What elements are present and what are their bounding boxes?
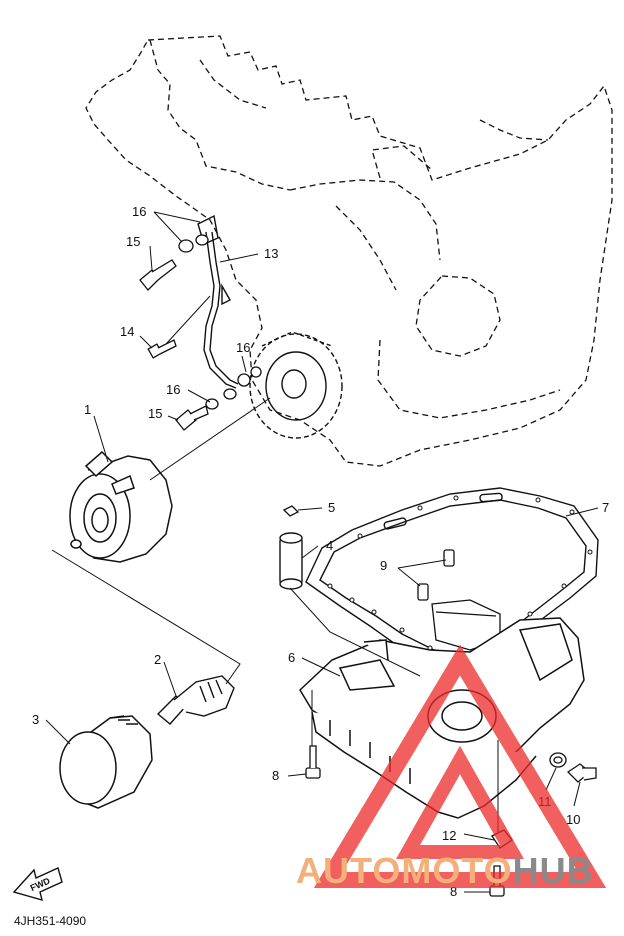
callout-15-lower: 15: [148, 406, 162, 421]
oil-cooler: [69, 450, 173, 563]
callout-2: 2: [154, 652, 161, 667]
callout-15-upper: 15: [126, 234, 140, 249]
fwd-arrow-icon: FWD: [12, 867, 63, 902]
callout-6: 6: [288, 650, 295, 665]
oil-delivery-pipe: [197, 214, 239, 389]
pan-bolt-8-left: [305, 745, 321, 779]
relief-valve: [279, 532, 303, 590]
cooler-mounting-seat: [249, 331, 343, 439]
dowel-pins: [417, 549, 455, 601]
o-ring-5: [282, 505, 300, 517]
callout-16-upper: 16: [132, 204, 146, 219]
watermark-part-a: AUTOMOTO: [296, 850, 513, 891]
drain-gasket: [549, 752, 567, 768]
callout-8-left: 8: [272, 768, 279, 783]
callout-14: 14: [120, 324, 134, 339]
callout-16-right: 16: [236, 340, 250, 355]
engine-block-outline: [85, 35, 613, 467]
callout-8-lower: 8: [450, 884, 457, 899]
callout-5: 5: [328, 500, 335, 515]
diagram-code: 4JH351-4090: [14, 914, 87, 928]
watermark-part-b: HUB: [512, 850, 594, 891]
callout-10: 10: [566, 812, 580, 827]
drain-bolt: [566, 763, 597, 783]
callout-13: 13: [264, 246, 278, 261]
oil-filter: [59, 715, 153, 809]
callout-7: 7: [602, 500, 609, 515]
washers-16: [178, 234, 262, 410]
callout-3: 3: [32, 712, 39, 727]
watermark-text: AUTOMOTOHUB: [296, 850, 594, 892]
bolt-15-lower: [175, 405, 209, 431]
callout-4: 4: [326, 538, 333, 553]
callout-12: 12: [442, 828, 456, 843]
callout-labels: 1 2 3 4 5 6 7 8 8 9 10 11 12 13 14 15 15…: [32, 204, 609, 899]
callout-16-lower: 16: [166, 382, 180, 397]
watermark-logo: [313, 644, 607, 888]
bolt-14: [147, 339, 177, 359]
union-bolt: [156, 675, 235, 725]
bolt-15-upper: [139, 259, 177, 291]
callout-9: 9: [380, 558, 387, 573]
callout-1: 1: [84, 402, 91, 417]
leader-lines: [45, 211, 599, 893]
